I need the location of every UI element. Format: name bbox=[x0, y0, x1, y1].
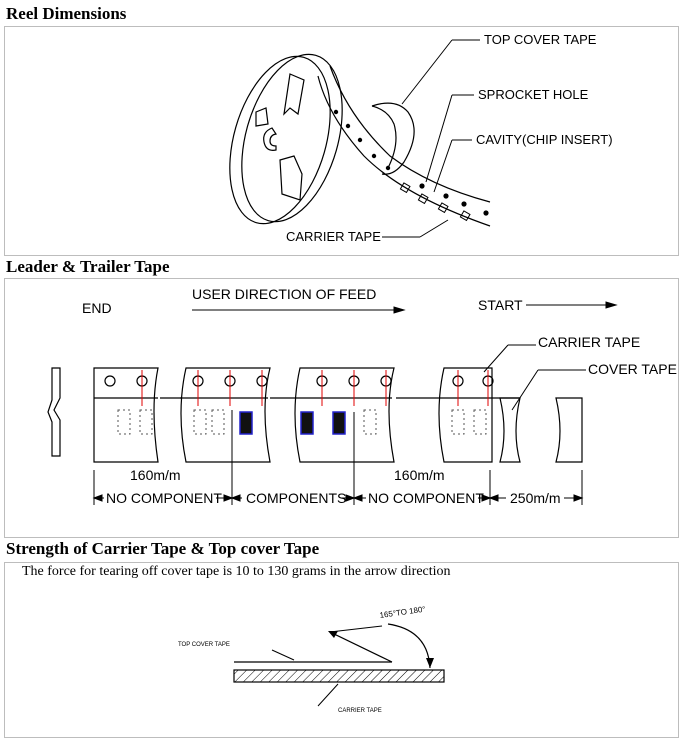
chip-components bbox=[239, 411, 346, 435]
strength-description: The force for tearing off cover tape is … bbox=[22, 564, 451, 579]
label-sprocket-hole: SPROCKET HOLE bbox=[478, 87, 589, 102]
label-no-component-right: NO COMPONENT bbox=[368, 490, 484, 506]
label-250: 250m/m bbox=[510, 490, 561, 506]
label-components: COMPONENTS bbox=[246, 490, 346, 506]
sprocket-pitch-marks bbox=[141, 370, 489, 406]
peel-arrows bbox=[328, 631, 434, 668]
section-title-reel: Reel Dimensions bbox=[6, 4, 127, 23]
label-angle: 165°TO 180° bbox=[379, 605, 426, 620]
label-carrier-tape-peel: CARRIER TAPE bbox=[338, 708, 382, 714]
reel-drawing bbox=[229, 53, 491, 227]
label-no-component-left: NO COMPONENT bbox=[106, 490, 222, 506]
label-feed-direction: USER DIRECTION OF FEED bbox=[192, 286, 376, 302]
label-start: START bbox=[478, 297, 523, 313]
empty-cavities bbox=[117, 409, 487, 435]
label-len-left: 160m/m bbox=[130, 467, 181, 483]
label-carrier-tape: CARRIER TAPE bbox=[538, 334, 640, 350]
label-cavity: CAVITY(CHIP INSERT) bbox=[476, 132, 613, 147]
leader-panel bbox=[4, 278, 679, 538]
reel-cavities bbox=[399, 182, 471, 222]
strength-panel bbox=[4, 562, 679, 738]
section-title-strength: Strength of Carrier Tape & Top cover Tap… bbox=[6, 539, 320, 558]
label-end: END bbox=[82, 300, 112, 316]
feed-arrow bbox=[192, 306, 406, 314]
label-carrier-tape-reel: CARRIER TAPE bbox=[286, 229, 381, 244]
peel-drawing bbox=[233, 623, 445, 707]
label-top-cover-tape-peel: TOP COVER TAPE bbox=[178, 642, 230, 648]
reel-leaders bbox=[382, 39, 480, 238]
label-cover-tape: COVER TAPE bbox=[588, 361, 677, 377]
label-len-right: 160m/m bbox=[394, 467, 445, 483]
reel-sprocket-holes bbox=[333, 109, 489, 216]
start-arrow bbox=[526, 301, 618, 309]
section-title-leader: Leader & Trailer Tape bbox=[6, 257, 170, 276]
label-top-cover-tape: TOP COVER TAPE bbox=[484, 32, 597, 47]
tape-segments bbox=[47, 367, 583, 463]
reel-panel bbox=[4, 26, 679, 256]
